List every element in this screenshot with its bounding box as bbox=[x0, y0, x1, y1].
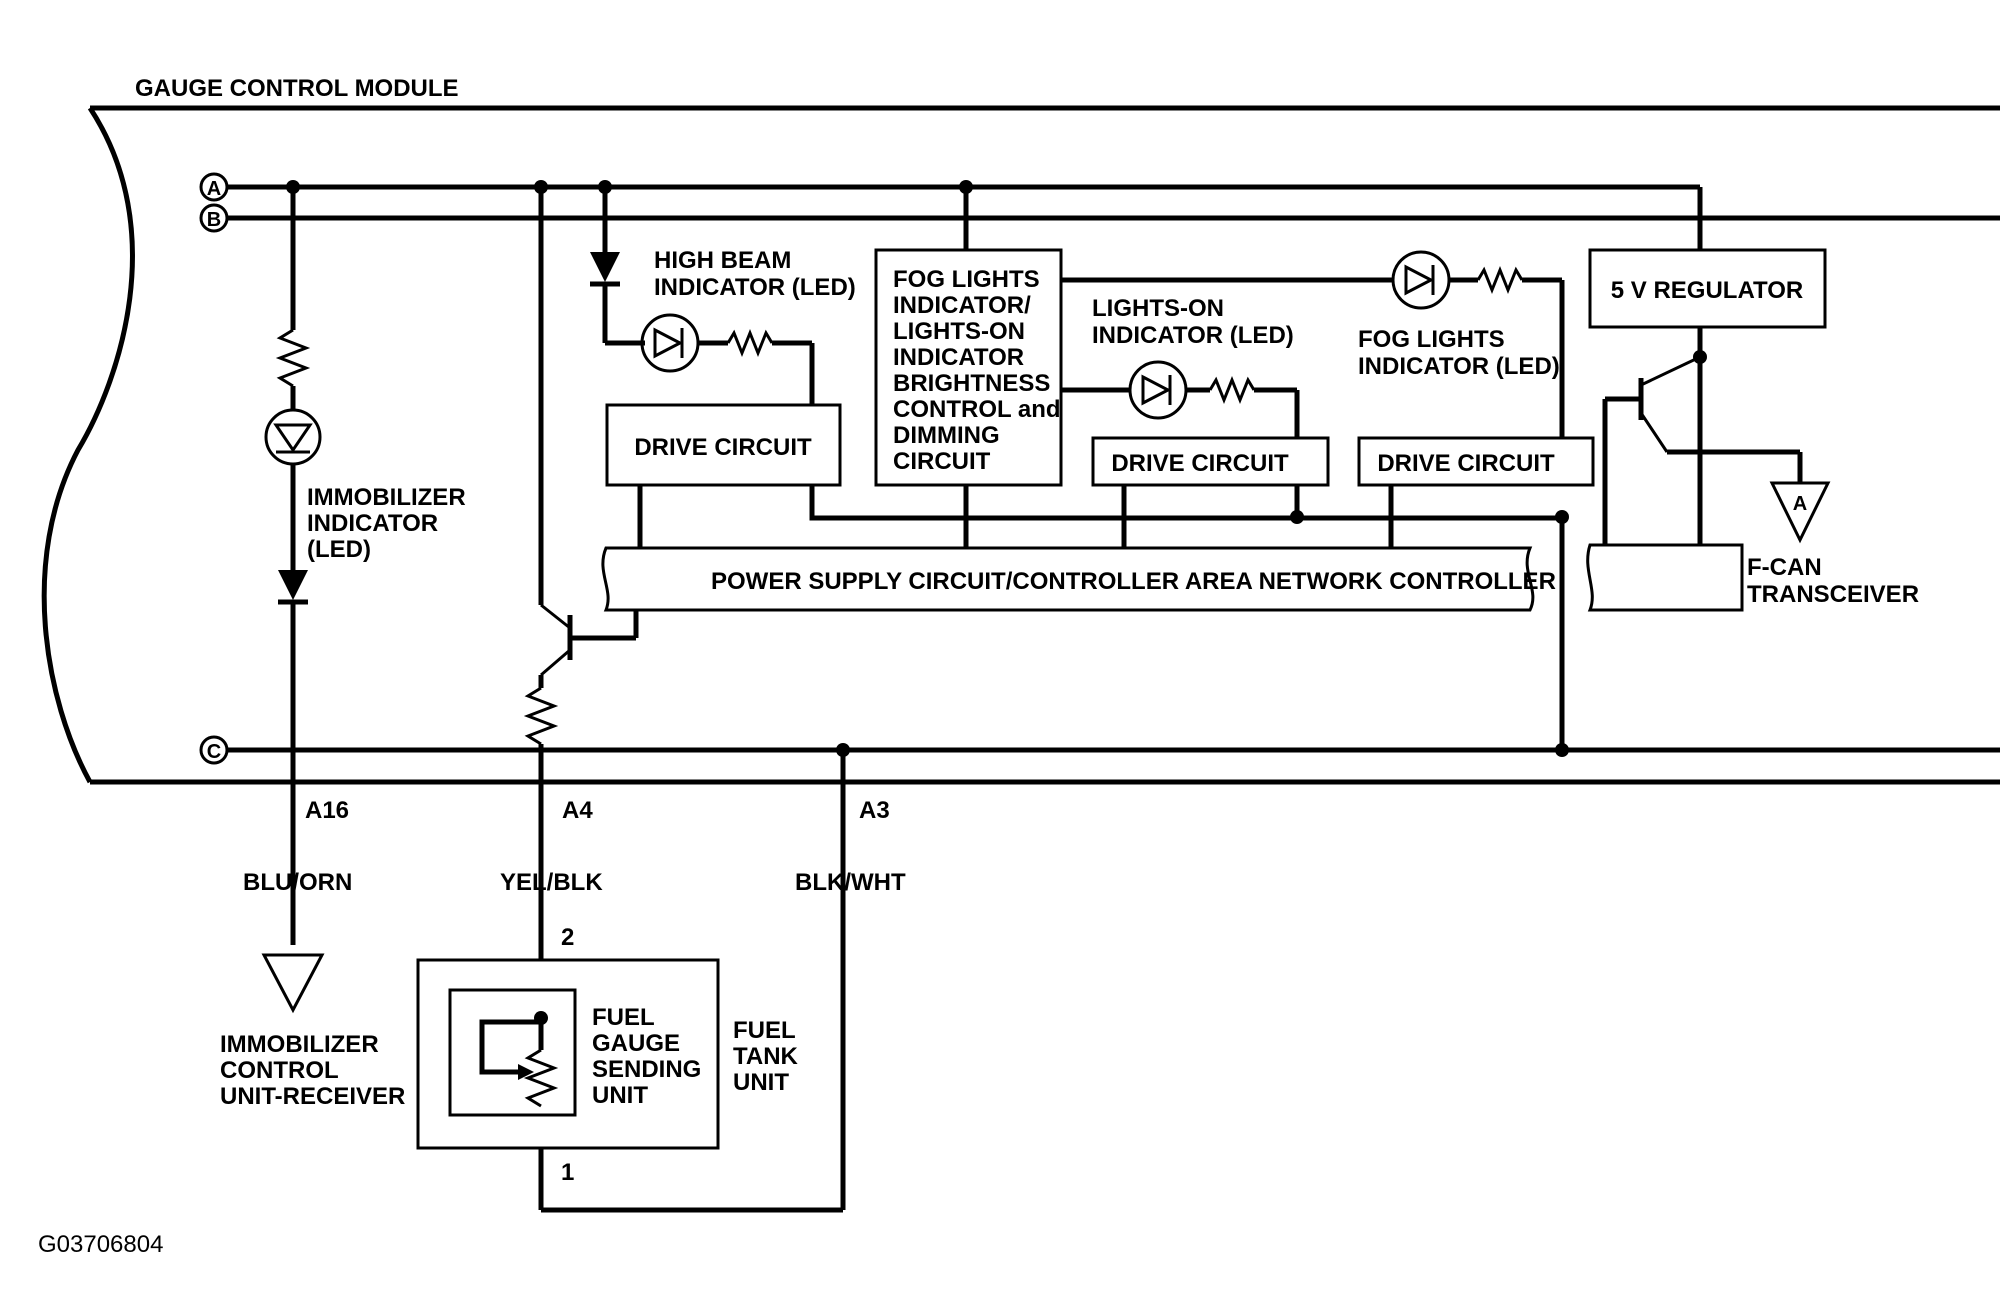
power-supply-block bbox=[601, 546, 1535, 612]
fuel-gauge-sending-unit-label: FUEL GAUGE SENDING UNIT bbox=[592, 1004, 708, 1109]
regulator-block bbox=[1588, 248, 1827, 329]
drive-2-junction bbox=[1290, 510, 1304, 524]
drive-circuit-2 bbox=[1091, 436, 1330, 487]
fuel-sending-wiper bbox=[479, 1011, 559, 1108]
fog-control-block bbox=[874, 248, 1063, 487]
drive-circuit-2-label: DRIVE CIRCUIT bbox=[1111, 450, 1289, 477]
immobilizer-receiver-label: IMMOBILIZER CONTROL UNIT-RECEIVER bbox=[220, 1031, 405, 1110]
svg-text:A: A bbox=[207, 178, 221, 200]
lights-on-branch bbox=[1061, 360, 1300, 438]
module-outline bbox=[41, 105, 2000, 785]
power-supply-label: POWER SUPPLY CIRCUIT/CONTROLLER AREA NET… bbox=[711, 568, 1556, 595]
drive-circuit-1-label: DRIVE CIRCUIT bbox=[634, 434, 812, 461]
svg-text:B: B bbox=[207, 209, 221, 231]
terminal-a3: A3 bbox=[859, 797, 890, 824]
drive-circuit-3 bbox=[1357, 436, 1595, 487]
ground-junction bbox=[1555, 743, 1569, 757]
immobilizer-branch bbox=[261, 180, 325, 1014]
drive-circuit-1 bbox=[605, 403, 842, 487]
lights-on-indicator-label: LIGHTS-ON INDICATOR (LED) bbox=[1092, 295, 1294, 349]
bus-label-b: B bbox=[199, 203, 229, 233]
fcan-ref-label: A bbox=[1793, 493, 1807, 515]
high-beam-branch bbox=[590, 180, 815, 405]
fog-led-indicator-label: FOG LIGHTS INDICATOR (LED) bbox=[1358, 326, 1560, 380]
module-title: GAUGE CONTROL MODULE bbox=[135, 75, 459, 102]
bus-label-c: C bbox=[199, 735, 229, 765]
fog-control-label: FOG LIGHTS INDICATOR/ LIGHTS-ON INDICATO… bbox=[893, 266, 1067, 475]
fuel-pin-1: 1 bbox=[561, 1159, 574, 1186]
terminal-a4: A4 bbox=[562, 797, 593, 824]
wire-yel-blk: YEL/BLK bbox=[500, 869, 603, 896]
svg-text:C: C bbox=[207, 741, 221, 763]
fuel-tank-unit-label: FUEL TANK UNIT bbox=[733, 1017, 805, 1096]
wire-blu-orn: BLU/ORN bbox=[243, 869, 352, 896]
fcan-branch bbox=[1602, 327, 1831, 545]
fuel-gauge-sending-unit-box bbox=[448, 988, 577, 1117]
drive-circuit-3-label: DRIVE CIRCUIT bbox=[1377, 450, 1555, 477]
bus-label-a: A bbox=[199, 172, 229, 202]
figure-id: G03706804 bbox=[38, 1231, 163, 1258]
wire-blk-wht: BLK/WHT bbox=[795, 869, 906, 896]
fuel-pin-2: 2 bbox=[561, 924, 574, 951]
regulator-label: 5 V REGULATOR bbox=[1611, 277, 1803, 304]
high-beam-indicator-label: HIGH BEAM INDICATOR (LED) bbox=[654, 247, 856, 301]
fog-control-junction bbox=[959, 180, 973, 194]
terminal-a16: A16 bbox=[305, 797, 349, 824]
fcan-transceiver-label: F-CAN TRANSCEIVER bbox=[1747, 554, 1919, 608]
fcan-transceiver-block bbox=[1586, 543, 1744, 612]
immobilizer-indicator-label: IMMOBILIZER INDICATOR (LED) bbox=[307, 484, 472, 563]
drive-return-line bbox=[809, 485, 1562, 521]
fog-led-branch bbox=[1061, 250, 1565, 438]
